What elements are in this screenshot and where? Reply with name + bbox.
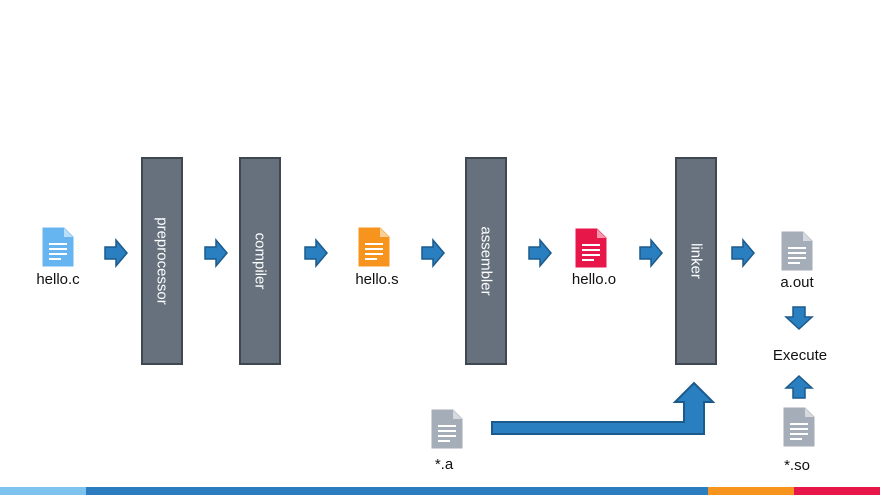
assembler-stage: assembler	[465, 157, 507, 365]
preprocessor-stage: preprocessor	[141, 157, 183, 365]
arrow-right-icon	[639, 238, 663, 268]
footer-bar-red	[794, 487, 880, 495]
elbow-arrow-shape	[491, 381, 716, 435]
arrow-up-icon	[784, 374, 814, 399]
a-out-document-icon	[781, 231, 813, 271]
footer-bar-blue	[86, 487, 708, 495]
arrow-down-icon	[784, 306, 814, 331]
arrow-right-icon	[731, 238, 755, 268]
linker-stage: linker	[675, 157, 717, 365]
hello-s-document-icon	[358, 227, 390, 267]
hello-o-label: hello.o	[571, 271, 617, 288]
footer-bar-light	[0, 487, 86, 495]
execute-label: Execute	[772, 347, 828, 364]
arrow-right-icon	[204, 238, 228, 268]
arrow-right-icon	[528, 238, 552, 268]
hello-s-label: hello.s	[355, 271, 399, 288]
footer-bar-orange	[708, 487, 794, 495]
library-to-linker-arrow	[491, 381, 716, 435]
arrow-right-icon	[304, 238, 328, 268]
shared-lib-label: *.so	[784, 457, 810, 474]
hello-o-document-icon	[575, 228, 607, 268]
static-lib-label: *.a	[434, 456, 454, 473]
linker-label: linker	[687, 243, 705, 279]
arrow-right-icon	[421, 238, 445, 268]
a-out-label: a.out	[780, 274, 814, 291]
compiler-label: compiler	[251, 232, 269, 290]
static-lib-document-icon	[431, 409, 463, 449]
assembler-label: assembler	[477, 226, 495, 296]
preprocessor-label: preprocessor	[153, 217, 171, 305]
shared-lib-document-icon	[783, 407, 815, 447]
compiler-stage: compiler	[239, 157, 281, 365]
hello-c-label: hello.c	[36, 271, 80, 288]
hello-c-document-icon	[42, 227, 74, 267]
arrow-right-icon	[104, 238, 128, 268]
